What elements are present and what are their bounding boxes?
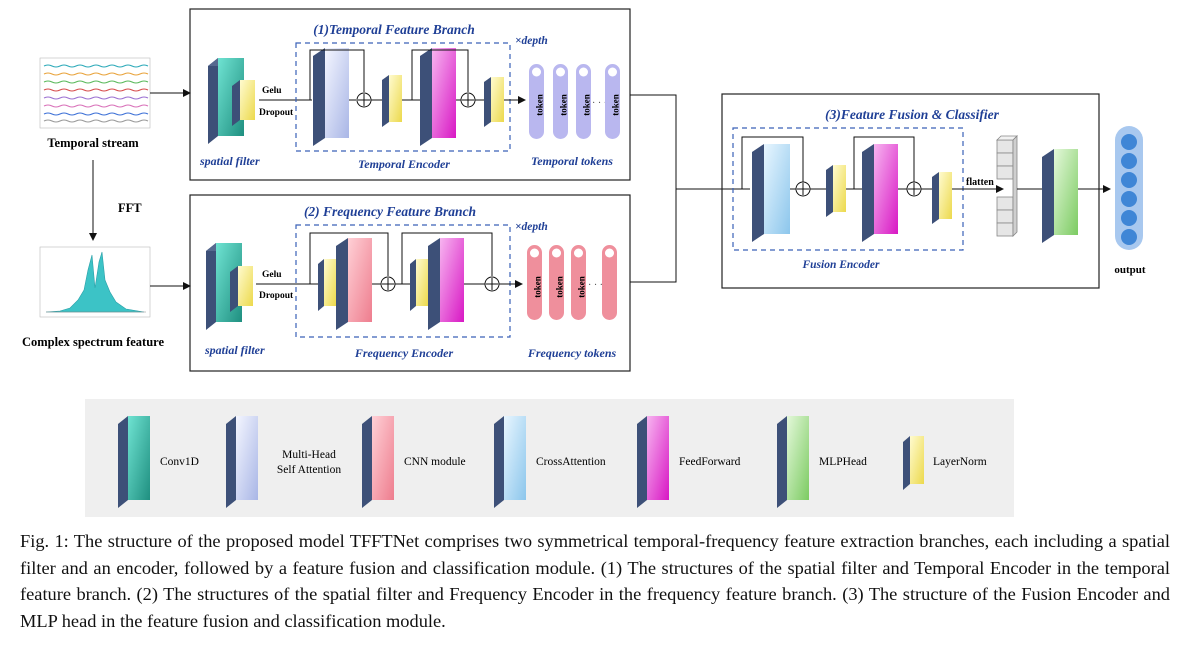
fft-label: FFT <box>118 201 142 215</box>
frequency-layernorm-1 <box>318 259 336 311</box>
legend-item-mlphead: MLPHead <box>777 416 867 508</box>
temporal-feedforward-block <box>420 48 456 146</box>
temporal-layernorm-2 <box>382 75 402 127</box>
temporal-token-ellipsis: · · · <box>592 98 607 109</box>
temporal-attention-block <box>313 48 349 146</box>
frequency-gelu-label: Gelu <box>262 270 282 280</box>
frequency-depth-label: ×depth <box>515 221 548 233</box>
legend-item-mhsa: Multi-Head Self Attention <box>226 416 341 508</box>
svg-text:token: token <box>559 94 569 116</box>
svg-text:token: token <box>611 94 621 116</box>
mlp-head-block <box>1042 149 1078 243</box>
frequency-tokens: token token token · · · <box>527 245 617 320</box>
frequency-encoder-label: Frequency Encoder <box>354 346 454 360</box>
temporal-tokens-label: Temporal tokens <box>531 154 613 168</box>
frequency-tokens-label: Frequency tokens <box>527 346 617 360</box>
temporal-token: token <box>553 64 569 139</box>
svg-text:token: token <box>555 276 565 298</box>
fusion-residual-2 <box>853 136 915 189</box>
svg-text:MLPHead: MLPHead <box>819 456 867 468</box>
legend-item-conv1d: Conv1D <box>118 416 199 508</box>
temporal-add-1 <box>356 92 372 108</box>
svg-text:Conv1D: Conv1D <box>160 456 199 468</box>
flatten-label: flatten <box>966 177 994 188</box>
temporal-token: token <box>529 64 545 139</box>
fusion-title: (3)Feature Fusion & Classifier <box>825 107 999 122</box>
temporal-token: token <box>605 64 621 139</box>
output-nodes <box>1115 126 1143 250</box>
figure-caption: Fig. 1: The structure of the proposed mo… <box>20 531 1170 631</box>
svg-text:FeedForward: FeedForward <box>679 456 741 468</box>
fusion-layernorm-2 <box>932 172 952 224</box>
temporal-tokens: token token token · · · token <box>529 64 621 139</box>
frequency-layernorm-2 <box>410 259 428 311</box>
temporal-conv1d-block <box>208 58 244 144</box>
legend-item-cnn: CNN module <box>362 416 466 508</box>
temporal-residual-2 <box>411 49 469 100</box>
fusion-layernorm-1 <box>826 165 846 217</box>
frequency-cnn-block <box>336 238 372 330</box>
frequency-spatial-filter-label: spatial filter <box>204 343 265 357</box>
fusion-add-2 <box>906 181 922 197</box>
temporal-add-2 <box>460 92 476 108</box>
temporal-dropout-label: Dropout <box>259 108 294 118</box>
legend-item-crossattention: CrossAttention <box>494 416 606 508</box>
frequency-token: token <box>549 245 565 320</box>
spectrum-plot <box>39 246 151 318</box>
frequency-encoder-box <box>295 224 511 338</box>
temporal-gelu-label: Gelu <box>262 86 282 96</box>
frequency-branch-box <box>189 194 631 372</box>
frequency-layernorm-block <box>230 266 253 312</box>
frequency-feedforward-block <box>428 238 464 330</box>
frequency-add-1 <box>380 276 396 292</box>
temporal-residual-1 <box>309 49 365 100</box>
temporal-token: token <box>576 64 592 139</box>
temporal-branch-title: (1)Temporal Feature Branch <box>313 22 475 37</box>
fusion-feedforward-block <box>862 144 898 242</box>
temporal-layernorm-3 <box>484 77 504 127</box>
legend-item-feedforward: FeedForward <box>637 416 741 508</box>
fusion-crossattention-block <box>752 144 790 242</box>
temporal-stream-label: Temporal stream <box>47 136 139 150</box>
flatten-vector <box>996 135 1018 237</box>
temporal-depth-label: ×depth <box>515 35 548 47</box>
svg-text:LayerNorm: LayerNorm <box>933 456 987 468</box>
temporal-encoder-label: Temporal Encoder <box>358 157 450 171</box>
branch-merge-line <box>630 94 677 283</box>
fusion-add-1 <box>795 181 811 197</box>
frequency-residual-2 <box>401 232 493 284</box>
svg-text:Multi-Head: Multi-Head <box>282 449 336 461</box>
fusion-box <box>721 93 1100 289</box>
frequency-branch-title: (2) Frequency Feature Branch <box>304 204 476 219</box>
frequency-add-2 <box>484 276 500 292</box>
frequency-token: token <box>571 245 587 320</box>
svg-text:token: token <box>535 94 545 116</box>
architecture-diagram: Temporal stream FFT Complex spectrum fea… <box>22 8 1146 517</box>
spectrum-label: Complex spectrum feature <box>22 335 165 349</box>
fusion-residual-1 <box>741 136 804 189</box>
frequency-token: token <box>527 245 543 320</box>
svg-text:CrossAttention: CrossAttention <box>536 456 606 468</box>
svg-text:token: token <box>533 276 543 298</box>
output-label: output <box>1114 264 1146 276</box>
temporal-spatial-filter-label: spatial filter <box>199 154 260 168</box>
svg-text:Self Attention: Self Attention <box>277 464 341 476</box>
fusion-encoder-label: Fusion Encoder <box>801 259 880 271</box>
frequency-token-ellipsis: · · · <box>588 280 603 291</box>
svg-text:token: token <box>582 94 592 116</box>
svg-text:token: token <box>577 276 587 298</box>
frequency-token <box>602 245 617 320</box>
frequency-dropout-label: Dropout <box>259 291 294 301</box>
temporal-stream-plot <box>39 57 151 129</box>
temporal-encoder-box <box>295 42 511 152</box>
svg-text:CNN module: CNN module <box>404 456 466 468</box>
legend-item-layernorm: LayerNorm <box>903 436 987 490</box>
temporal-layernorm-block <box>232 80 255 126</box>
frequency-residual-1 <box>309 232 389 284</box>
